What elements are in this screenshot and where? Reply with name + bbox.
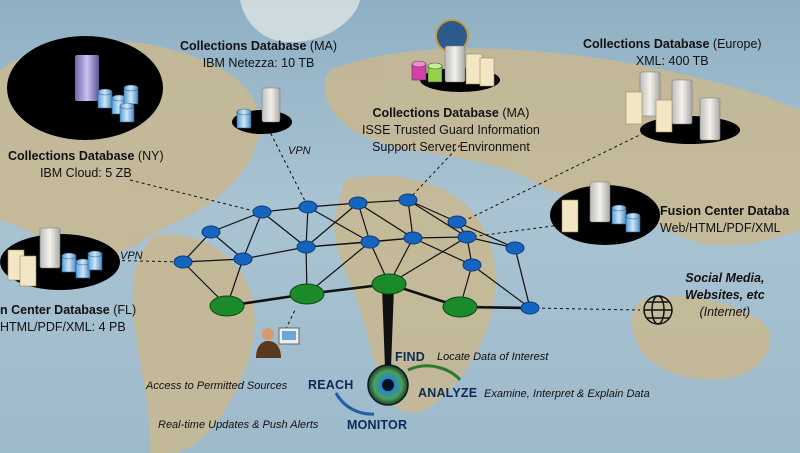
network-node[interactable] — [173, 255, 193, 269]
database-icon — [611, 204, 641, 233]
database-icon — [97, 84, 139, 123]
find-label: FIND — [395, 350, 425, 364]
network-link — [357, 202, 371, 243]
network-link — [307, 206, 371, 243]
fl-database-cluster[interactable] — [0, 227, 120, 290]
network-link — [412, 237, 473, 266]
analyze-label: ANALYZE — [418, 386, 478, 400]
network-node[interactable] — [462, 258, 482, 272]
europe-server-cluster[interactable] — [625, 71, 740, 144]
network-node[interactable] — [252, 205, 272, 219]
analyze-description: Examine, Interpret & Explain Data — [484, 388, 650, 400]
server-icon — [261, 87, 281, 123]
network-link — [357, 202, 414, 239]
network-node[interactable] — [233, 252, 253, 266]
label-ma-isse: Collections Database (MA) ISSE Trusted G… — [362, 106, 540, 154]
find-description: Locate Data of Interest — [437, 351, 549, 363]
network-link — [182, 258, 244, 263]
monitor-label: MONITOR — [347, 418, 408, 432]
network-node[interactable] — [457, 230, 477, 244]
document-stack-icon — [625, 91, 643, 125]
ny-database-cluster[interactable] — [7, 36, 163, 140]
label-europe: Collections Database (Europe) XML: 400 T… — [583, 37, 762, 68]
server-icon — [589, 181, 611, 223]
network-link — [407, 199, 458, 223]
network-link — [514, 247, 531, 309]
database-icon — [236, 108, 252, 129]
network-node[interactable] — [520, 301, 540, 315]
network-node[interactable] — [505, 241, 525, 255]
reach-arrow — [334, 392, 375, 416]
network-node[interactable] — [398, 193, 418, 207]
hub-node[interactable] — [442, 296, 478, 318]
network-link — [388, 236, 468, 285]
network-link — [261, 211, 307, 248]
find-arrow — [407, 364, 462, 382]
user-workstation-icon — [256, 327, 300, 358]
network-link — [305, 237, 414, 248]
database-icon — [61, 250, 103, 279]
label-ma-netezza: Collections Database (MA) IBM Netezza: 1… — [180, 39, 337, 70]
label-internet: Social Media, Websites, etc (Internet) — [685, 271, 765, 319]
network-node[interactable] — [296, 240, 316, 254]
hub-node[interactable] — [209, 295, 245, 317]
network-link — [471, 264, 531, 309]
document-stack-icon — [561, 199, 579, 233]
network-link — [305, 202, 359, 248]
hub-node[interactable] — [371, 273, 407, 295]
network-node[interactable] — [403, 231, 423, 245]
network-link — [456, 221, 516, 249]
dashed-connections — [97, 124, 661, 336]
network-node[interactable] — [298, 200, 318, 214]
reach-description: Access to Permitted Sources — [146, 380, 288, 392]
server-icon — [444, 45, 466, 83]
vpn-label-top: VPN — [288, 145, 311, 157]
reach-label: REACH — [308, 378, 354, 392]
document-stack-icon — [465, 53, 483, 85]
network-node[interactable] — [447, 215, 467, 229]
server-icon — [39, 227, 61, 269]
network-link — [242, 246, 307, 260]
ma-isse-cluster[interactable] — [411, 19, 500, 92]
network-link — [305, 206, 309, 248]
network-link — [306, 241, 371, 295]
label-ny: Collections Database (NY) IBM Cloud: 5 Z… — [8, 149, 164, 180]
monitor-description: Real-time Updates & Push Alerts — [158, 419, 319, 431]
network-link — [407, 199, 468, 238]
beam-connector — [382, 287, 394, 368]
globe-icon — [643, 295, 673, 325]
label-fl: n Center Database (FL) HTML/PDF/XML: 4 P… — [0, 303, 137, 334]
hub-node[interactable] — [289, 283, 325, 305]
network-node[interactable] — [201, 225, 221, 239]
label-fusion-right: Fusion Center Databa Web/HTML/PDF/XML — [660, 204, 790, 235]
fusion-center-cluster[interactable] — [550, 181, 660, 245]
ma-netezza-cluster[interactable] — [232, 87, 292, 134]
server-icon — [75, 55, 99, 101]
network-node[interactable] — [360, 235, 380, 249]
eye-icon — [367, 364, 409, 406]
vpn-label-left: VPN — [120, 250, 143, 262]
network-link — [242, 211, 263, 260]
database-icon — [411, 60, 443, 83]
network-link — [210, 211, 263, 233]
network-node[interactable] — [348, 196, 368, 210]
